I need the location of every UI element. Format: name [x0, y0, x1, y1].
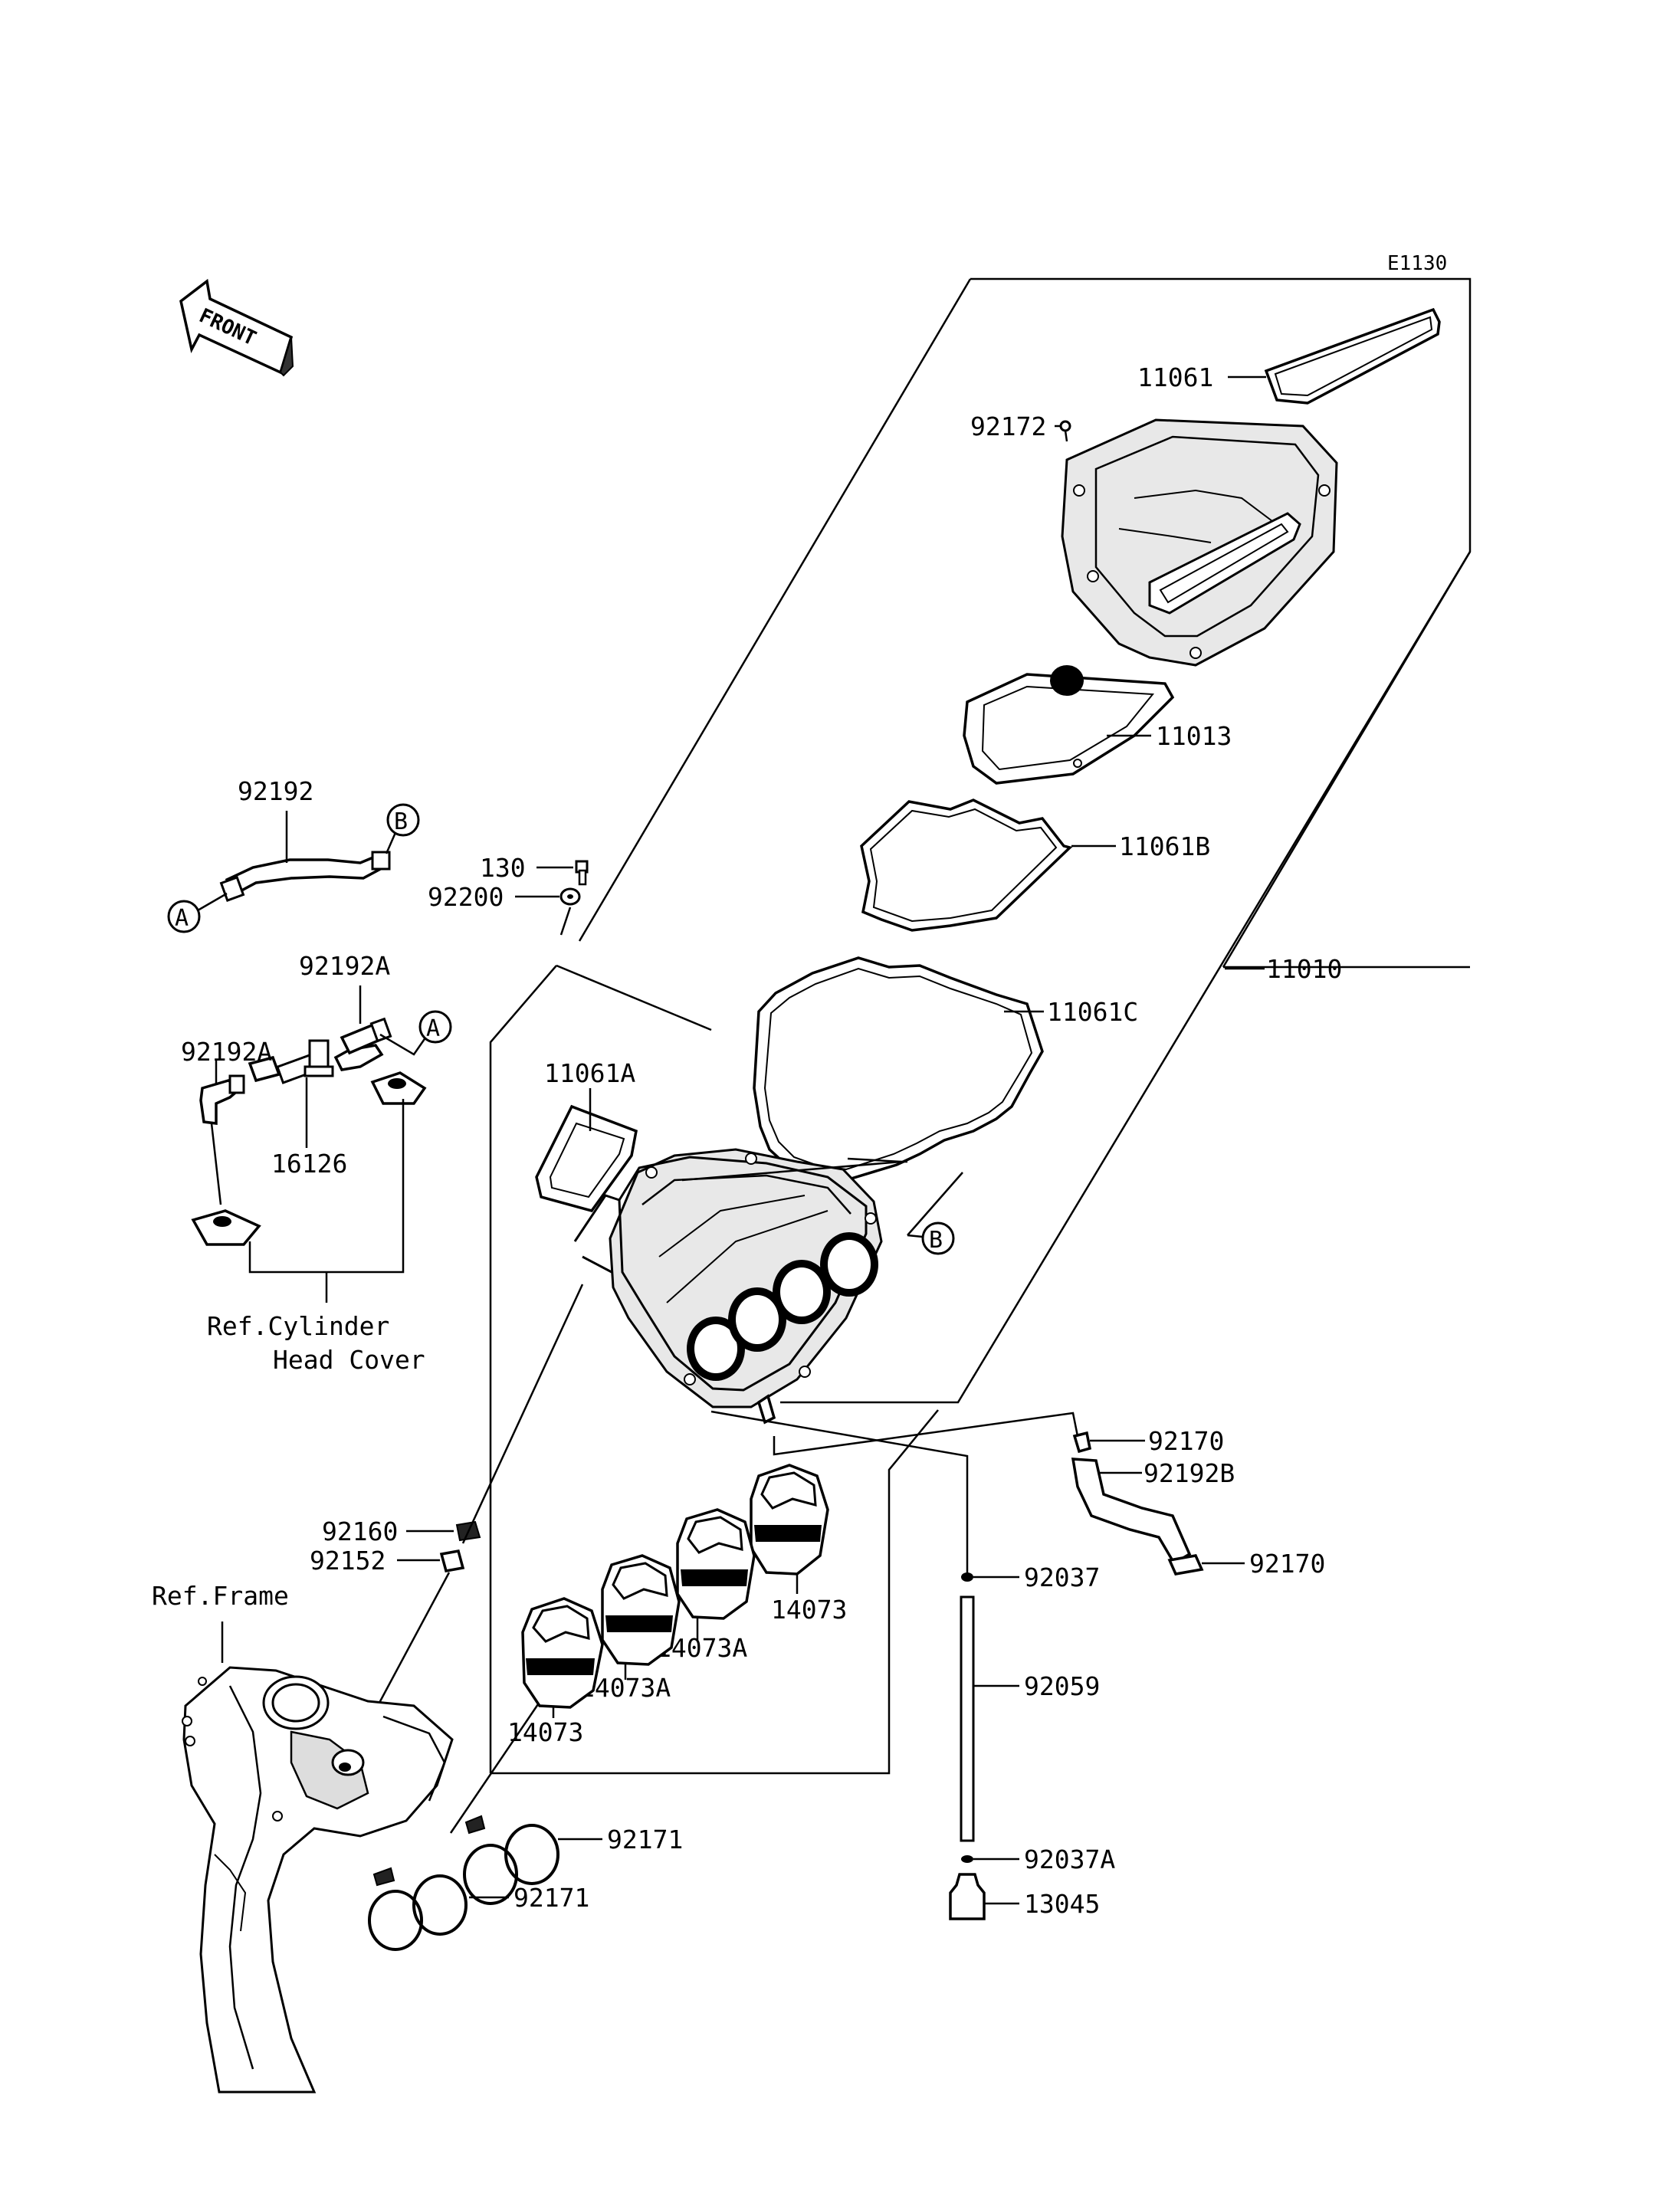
bolt-130: 130 [480, 853, 589, 886]
label-14073-right: 14073 [771, 1595, 847, 1625]
label-13045: 13045 [1024, 1889, 1100, 1919]
gasket-11061B: 11061B [860, 798, 1210, 932]
label-130: 130 [480, 853, 526, 883]
label-11061C: 11061C [1047, 997, 1138, 1027]
filter-element-11013: 11013 [963, 665, 1232, 785]
label-92200: 92200 [428, 882, 504, 912]
valve-16126: 16126 [248, 1039, 384, 1179]
ref-b-label-hose: B [394, 808, 408, 835]
collar-92152: 92152 [310, 1546, 465, 1768]
hose-92192A-top: 92192A A [299, 951, 452, 1056]
duct-14073-left: 14073 [507, 1597, 604, 1747]
label-92037: 92037 [1024, 1562, 1100, 1592]
label-92192: 92192 [238, 776, 313, 806]
ref-cylinder-head-bracket: Ref.Cylinder Head Cover [207, 1099, 425, 1375]
label-92037A: 92037A [1024, 1844, 1115, 1874]
lower-housing [573, 1148, 883, 1425]
washer-92200: 92200 [428, 882, 581, 936]
label-92160: 92160 [322, 1517, 398, 1546]
note-cylinder-head-1: Ref.Cylinder [207, 1311, 389, 1341]
gasket-11061A: 11061A [535, 1058, 638, 1213]
label-92192A-top: 92192A [299, 951, 390, 981]
label-92170-top: 92170 [1148, 1426, 1224, 1456]
assembly-bracket-lower [489, 964, 939, 1775]
grommet-right [370, 1071, 427, 1105]
label-92172: 92172 [970, 412, 1046, 441]
screw-92172: 92172 [970, 412, 1071, 442]
gasket-11061C: 11061C [753, 956, 1138, 1182]
ref-b-label-housing: B [929, 1227, 943, 1254]
label-11013: 11013 [1156, 721, 1232, 751]
ref-b-housing: B [681, 1157, 963, 1255]
label-92059: 92059 [1024, 1671, 1100, 1701]
label-11061B: 11061B [1119, 831, 1210, 861]
label-16126: 16126 [271, 1149, 347, 1179]
label-92170-bottom: 92170 [1249, 1549, 1325, 1579]
upper-housing [1061, 418, 1338, 667]
diagram-code: E1130 [1387, 252, 1447, 275]
label-92171-bottom: 92171 [514, 1883, 589, 1913]
clamps-92171: 92171 92171 [368, 1703, 683, 1951]
front-arrow: FRONT [179, 278, 294, 377]
note-cylinder-head-2: Head Cover [273, 1345, 425, 1375]
duct-14073-right: 14073 [750, 1464, 847, 1625]
note-frame: Ref.Frame [152, 1581, 289, 1611]
throttle-bore-rings [687, 1232, 878, 1381]
label-92171-top: 92171 [607, 1825, 683, 1854]
label-11061A: 11061A [544, 1058, 635, 1088]
label-92192A-left: 92192A [181, 1037, 272, 1067]
drain-assembly: 92037 92059 92037A 13045 [710, 1410, 1115, 1920]
callout-11010: 11010 [1225, 954, 1342, 984]
duct-14073A-right: 14073A [656, 1508, 756, 1663]
breather-hose-assembly: 92170 92192B 92170 [773, 1412, 1325, 1579]
label-92192B: 92192B [1144, 1458, 1235, 1488]
assembly-bracket-11010 [578, 277, 1472, 1404]
hose-92192A-left: 92192A [181, 1037, 272, 1205]
grommet-left [191, 1209, 261, 1246]
ref-a-label-valve: A [426, 1015, 440, 1042]
frame-reference: Ref.Frame [152, 1581, 454, 2094]
label-11061: 11061 [1137, 362, 1213, 392]
label-92152: 92152 [310, 1546, 386, 1576]
ref-a-label-hose: A [175, 905, 189, 932]
hose-92192: 92192 A B [167, 776, 420, 933]
label-11010: 11010 [1266, 954, 1342, 984]
grommet-92160: 92160 [322, 1284, 584, 1546]
seal-11061: 11061 [1137, 307, 1441, 405]
